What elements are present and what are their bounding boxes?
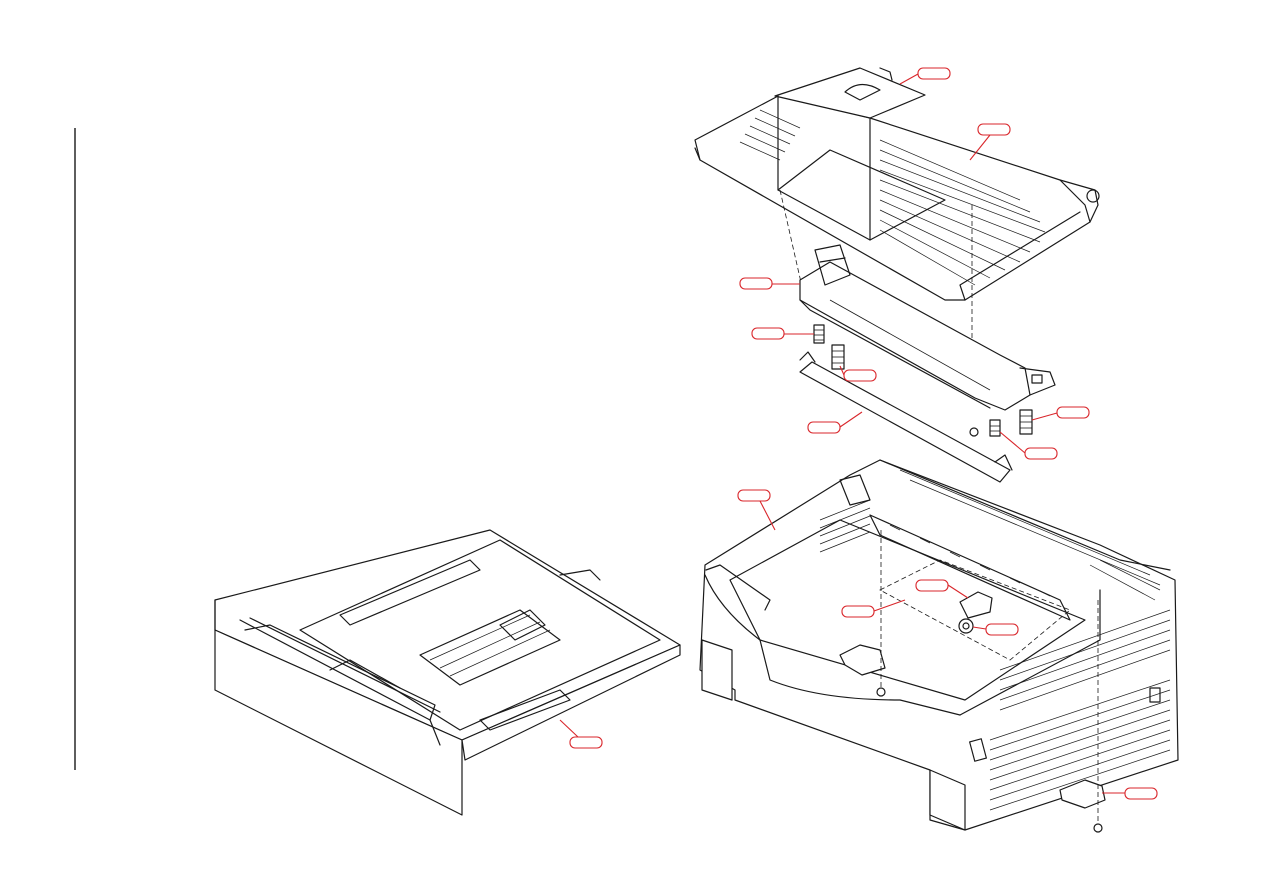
paper-cassette [214, 529, 681, 816]
spring-right-lower [989, 419, 1001, 437]
callout-spring-center [839, 365, 877, 382]
bottom-bracket [1059, 600, 1106, 833]
spring-center [831, 344, 845, 370]
output-tray-extension [774, 67, 926, 241]
output-tray-cover [694, 94, 1100, 301]
main-frame [699, 459, 1179, 831]
callout-roller-gear [972, 623, 1019, 636]
callout-output-tray-extension [899, 67, 951, 85]
callout-spring-right [1031, 406, 1090, 421]
rear-guide-frame [799, 244, 1056, 411]
callout-spring-right-lower [999, 431, 1058, 460]
callout-bottom-bracket [1102, 787, 1158, 800]
spring-left-upper [813, 324, 825, 344]
spring-right [1019, 409, 1033, 435]
callout-output-tray-cover [969, 123, 1011, 161]
guide-rail [799, 351, 1013, 483]
callout-rear-guide-frame [739, 277, 800, 290]
callout-main-frame [737, 489, 776, 531]
callout-base-plate [841, 599, 906, 618]
roller-gear [958, 618, 974, 634]
left-bracket [839, 530, 886, 697]
callout-spring-left-upper [751, 327, 814, 340]
callout-paper-cassette [559, 719, 603, 749]
base-plate [879, 559, 1071, 661]
callout-guide-rail [807, 411, 863, 434]
lock-lever [959, 591, 993, 619]
callout-lock-lever [915, 579, 969, 599]
